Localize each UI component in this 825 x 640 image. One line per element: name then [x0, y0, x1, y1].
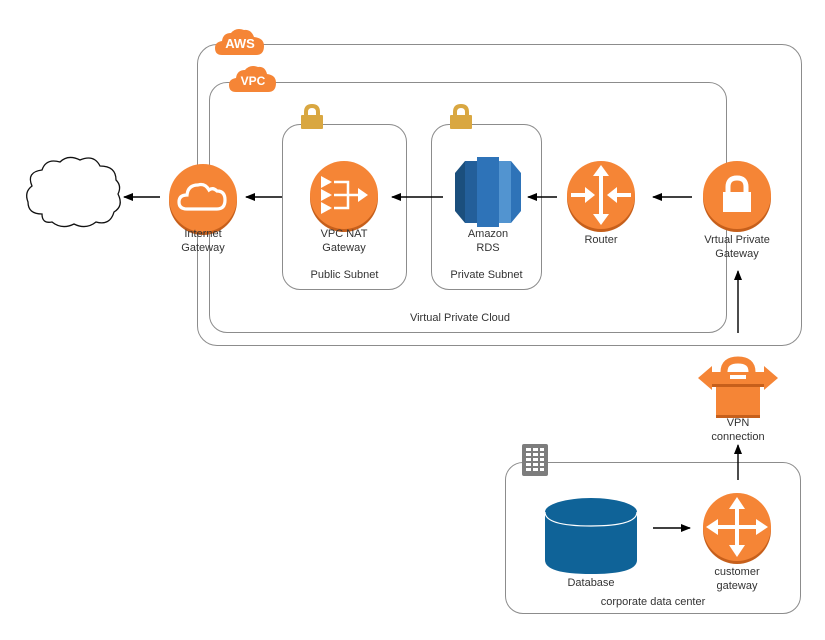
public-subnet-group: [282, 124, 407, 290]
database-node[interactable]: [544, 498, 638, 574]
internet-gateway-label: Internet Gateway: [181, 228, 225, 254]
router-icon: [571, 165, 631, 225]
database-icon: [544, 498, 638, 574]
vpn-icon: [698, 356, 778, 418]
virtual-private-gateway-label: Vrtual Private Gateway: [704, 234, 770, 260]
private-subnet-group: [431, 124, 542, 290]
cloud-icon: [177, 182, 227, 211]
nat-gateway-label: VPC NAT Gateway: [320, 228, 368, 254]
vpc-label: Virtual Private Cloud: [409, 312, 511, 324]
router-node[interactable]: [565, 160, 637, 232]
data-center-label: corporate data center: [600, 596, 706, 608]
aws-badge: AWS: [214, 27, 266, 57]
nat-gateway-node[interactable]: [308, 160, 380, 232]
customer-gateway-router-icon: [706, 497, 768, 557]
private-subnet-lock-icon: [449, 103, 473, 130]
vpn-connection-node[interactable]: [698, 356, 778, 420]
public-subnet-label: Public Subnet: [310, 269, 379, 281]
aws-badge-label: AWS: [225, 36, 255, 51]
internet-gateway-node[interactable]: [167, 163, 239, 235]
aws-cloud-badge-icon: [215, 29, 264, 55]
database-label: Database: [567, 577, 615, 589]
vpc-badge: VPC: [228, 64, 278, 94]
vpc-badge-label: VPC: [240, 74, 266, 88]
vpc-cloud-badge-icon: [229, 66, 276, 92]
private-subnet-label: Private Subnet: [450, 269, 523, 281]
vpn-connection-label: VPN connection: [711, 417, 765, 443]
customer-gateway-label: customer gateway: [714, 566, 760, 592]
router-label: Router: [584, 234, 618, 246]
corporate-data-center-group: [505, 462, 801, 614]
lock-icon: [723, 175, 751, 212]
virtual-private-gateway-node[interactable]: [701, 160, 773, 232]
internet-cloud-icon[interactable]: [22, 152, 126, 232]
customer-gateway-node[interactable]: [701, 492, 773, 564]
rds-label: Amazon RDS: [467, 228, 509, 254]
rds-node[interactable]: [455, 157, 521, 227]
rds-icon: [455, 157, 521, 227]
public-subnet-lock-icon: [300, 103, 324, 130]
data-center-building-icon: [522, 444, 548, 476]
